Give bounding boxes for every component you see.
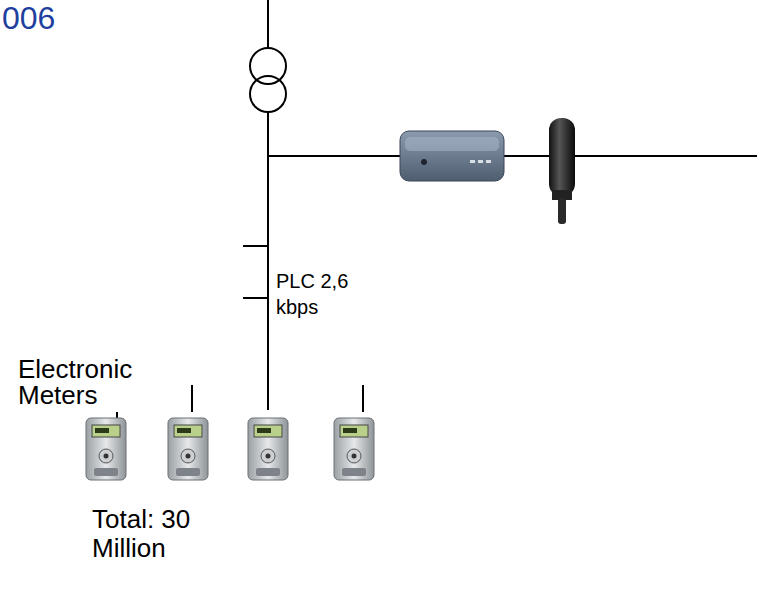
diagram-title: 006 bbox=[2, 0, 55, 37]
count-label: Total: 30 Million bbox=[92, 505, 242, 562]
device-label: Electronic Meters bbox=[18, 356, 146, 408]
link-label: PLC 2,6 kbps bbox=[276, 268, 371, 320]
